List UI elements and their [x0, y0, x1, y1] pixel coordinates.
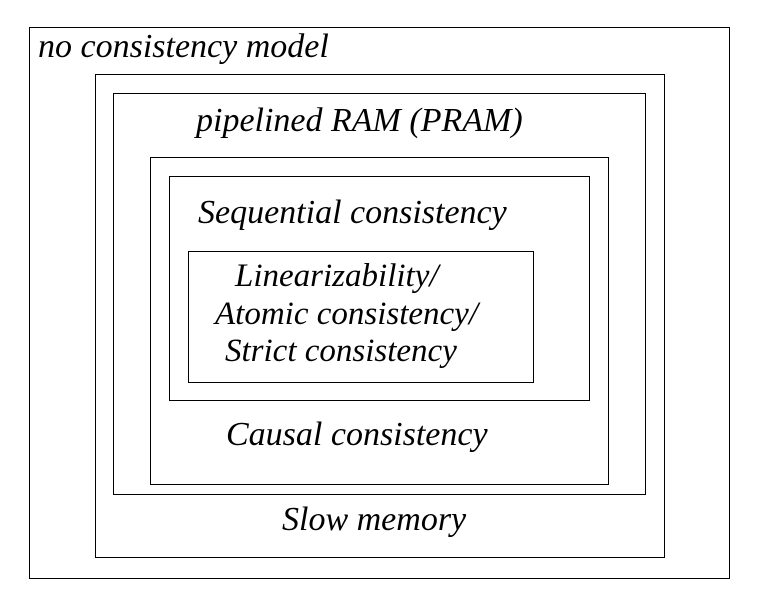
- strict-consistency-label: Strict consistency: [225, 333, 457, 369]
- sequential-consistency-label: Sequential consistency: [198, 194, 507, 231]
- no-consistency-model-label: no consistency model: [38, 28, 329, 65]
- linearizability-box: [188, 251, 534, 383]
- pram-label: pipelined RAM (PRAM): [196, 102, 523, 139]
- pram-box: [113, 93, 646, 495]
- sequential-consistency-box: [169, 176, 590, 401]
- causal-consistency-box: [150, 157, 609, 485]
- no-consistency-model-box: [29, 27, 730, 579]
- causal-consistency-label: Causal consistency: [226, 416, 488, 453]
- slow-memory-label: Slow memory: [282, 501, 467, 538]
- linearizability-label: Linearizability/: [235, 258, 439, 294]
- atomic-consistency-label: Atomic consistency/: [215, 296, 479, 332]
- slow-memory-box: [95, 74, 665, 558]
